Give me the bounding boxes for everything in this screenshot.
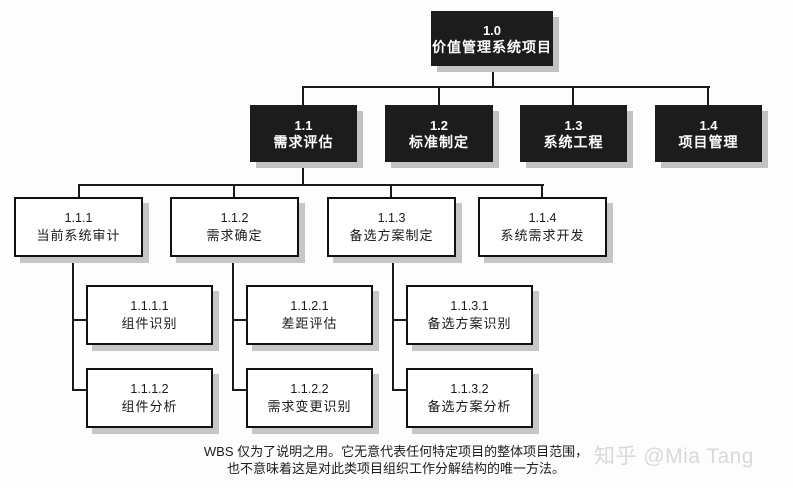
connector-stub-1-1-1-2 — [74, 389, 86, 391]
wbs-node-1-1-3-1: 1.1.3.1 备选方案识别 — [406, 285, 533, 345]
wbs-node-1-1-4: 1.1.4 系统需求开发 — [478, 197, 607, 257]
connector-drop-1-1-1 — [78, 186, 80, 198]
node-label: 需求评估 — [273, 133, 334, 150]
connector-root-vertical — [492, 65, 494, 88]
node-label: 项目管理 — [678, 133, 739, 150]
node-code: 1.2 — [429, 117, 449, 133]
wbs-node-1-1-2-1: 1.1.2.1 差距评估 — [246, 285, 373, 345]
node-label: 系统需求开发 — [500, 228, 585, 243]
node-code: 1.4 — [699, 117, 718, 133]
node-code: 1.1.3.1 — [450, 299, 489, 313]
node-code: 1.1.1.1 — [130, 299, 169, 313]
node-code: 1.1.1 — [64, 211, 93, 225]
node-code: 1.1.3 — [377, 211, 406, 225]
node-label: 备选方案分析 — [427, 399, 512, 414]
wbs-node-1-1-1-1: 1.1.1.1 组件识别 — [86, 285, 213, 345]
node-code: 1.1.2.2 — [290, 382, 329, 396]
node-code: 1.1.4 — [528, 211, 557, 225]
node-code: 1.1.1.2 — [130, 382, 169, 396]
node-label: 标准制定 — [409, 133, 469, 150]
node-code: 1.0 — [482, 22, 502, 38]
node-code: 1.1.2 — [220, 211, 249, 225]
connector-level2-horizontal — [302, 86, 710, 88]
connector-drop-1-2 — [438, 88, 440, 105]
connector-1-1-3-vertical — [392, 257, 394, 391]
wbs-node-1-2: 1.2 标准制定 — [385, 105, 493, 162]
connector-level3-horizontal — [78, 184, 544, 186]
connector-stub-1-1-1-1 — [74, 319, 86, 321]
connector-stub-1-1-3-2 — [394, 389, 406, 391]
connector-1-1-2-vertical — [232, 257, 234, 391]
node-label: 需求确定 — [206, 228, 263, 243]
wbs-node-1-1-2-2: 1.1.2.2 需求变更识别 — [246, 368, 373, 428]
connector-drop-1-1-2 — [233, 186, 235, 198]
footnote-line-1: WBS 仅为了说明之用。它无意代表任何特定项目的整体项目范围， — [203, 444, 589, 459]
node-label: 系统工程 — [543, 133, 604, 150]
node-label: 当前系统审计 — [36, 228, 121, 243]
wbs-node-1-1-1-2: 1.1.1.2 组件分析 — [86, 368, 213, 428]
connector-drop-1-3 — [572, 88, 574, 105]
connector-drop-1-4 — [707, 88, 709, 105]
node-code: 1.1 — [294, 117, 313, 133]
zhihu-watermark: 知乎 @Mia Tang — [594, 445, 754, 468]
connector-drop-1-1-4 — [541, 186, 543, 198]
node-label: 备选方案制定 — [349, 228, 434, 243]
wbs-node-1-0: 1.0 价值管理系统项目 — [431, 11, 553, 66]
connector-1-1-vertical — [302, 162, 304, 186]
wbs-node-1-1: 1.1 需求评估 — [250, 105, 357, 162]
wbs-node-1-4: 1.4 项目管理 — [655, 105, 762, 162]
connector-stub-1-1-2-1 — [234, 319, 246, 321]
node-label: 差距评估 — [281, 316, 338, 331]
connector-stub-1-1-2-2 — [234, 389, 246, 391]
footnote-line-2: 也不意味着这是对此类项目组织工作分解结构的唯一方法。 — [226, 460, 565, 476]
node-label: 组件分析 — [121, 399, 178, 414]
wbs-node-1-3: 1.3 系统工程 — [520, 105, 627, 162]
wbs-node-1-1-3: 1.1.3 备选方案制定 — [327, 197, 456, 257]
node-label: 需求变更识别 — [267, 399, 352, 414]
node-code: 1.1.2.1 — [290, 299, 329, 313]
connector-stub-1-1-3-1 — [394, 319, 406, 321]
connector-1-1-1-vertical — [72, 257, 74, 391]
footnote-caption: WBS 仅为了说明之用。它无意代表任何特定项目的整体项目范围， 也不意味着这是对… — [96, 444, 696, 477]
node-label: 备选方案识别 — [427, 316, 512, 331]
connector-drop-1-1-3 — [390, 186, 392, 198]
node-code: 1.3 — [564, 117, 583, 133]
node-label: 组件识别 — [121, 316, 178, 331]
wbs-node-1-1-3-2: 1.1.3.2 备选方案分析 — [406, 368, 533, 428]
node-label: 价值管理系统项目 — [432, 38, 552, 55]
connector-drop-1-1 — [302, 88, 304, 105]
wbs-node-1-1-1: 1.1.1 当前系统审计 — [14, 197, 143, 257]
node-code: 1.1.3.2 — [450, 382, 489, 396]
wbs-node-1-1-2: 1.1.2 需求确定 — [170, 197, 299, 257]
